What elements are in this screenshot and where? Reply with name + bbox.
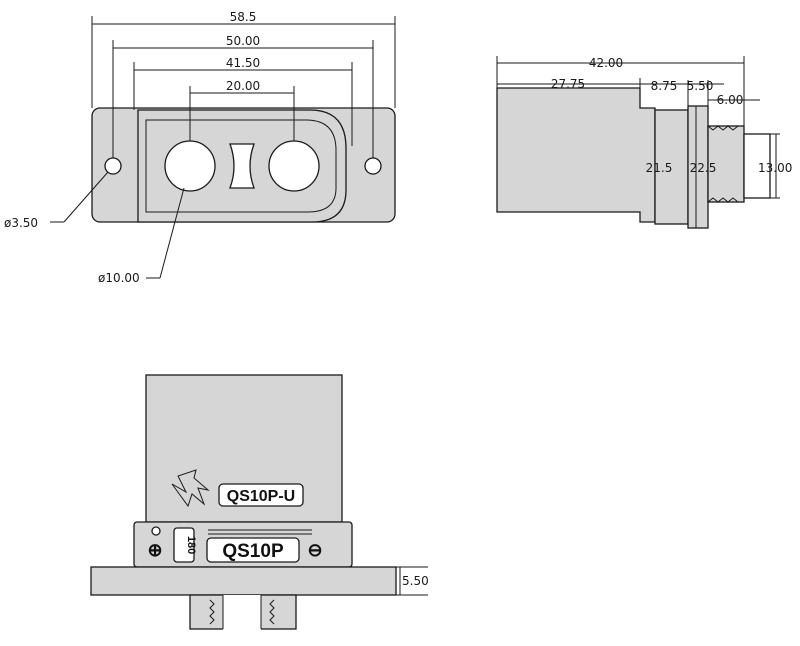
dim-hole-pitch: 50.00 <box>226 34 260 48</box>
center-slot <box>229 143 255 189</box>
plus-symbol: ⊕ <box>147 540 162 560</box>
plug-marking: QS10P-U <box>227 488 295 505</box>
dim-mount-hole: ø3.50 <box>4 216 38 230</box>
dim-thread-diameter: 13.00 <box>758 161 792 175</box>
indicator-dot <box>151 526 161 536</box>
dim-body-height: 21.5 <box>646 161 673 175</box>
dim-cavity-width: 41.50 <box>226 56 260 70</box>
dim-overall-length: 42.00 <box>589 56 623 70</box>
dim-step-length: 8.75 <box>651 79 678 93</box>
front-view: 58.5 50.00 41.50 20.00 ø3.50 ø10.00 <box>4 10 396 285</box>
mount-hole-left <box>104 157 122 175</box>
socket-marking-box <box>206 537 300 563</box>
pin-negative <box>268 140 320 192</box>
side-body <box>496 87 656 223</box>
dim-thread-length: 6.00 <box>717 93 744 107</box>
front-housing-inner <box>145 119 337 213</box>
plug-marking-box <box>218 483 304 507</box>
minus-symbol: ⊖ <box>307 540 322 560</box>
dim-flange-height: 22.5 <box>690 161 717 175</box>
side-view: 42.00 27.75 8.75 5.50 6.00 21.5 22.5 13.… <box>496 56 792 229</box>
rating-marking: 180 <box>185 536 197 554</box>
side-end <box>743 133 771 199</box>
dim-pin-pitch: 20.00 <box>226 79 260 93</box>
pin-positive <box>164 140 216 192</box>
rating-box <box>173 527 195 563</box>
side-thread-teeth <box>707 125 739 203</box>
dim-body-length: 27.75 <box>551 77 585 91</box>
dim-flange-thickness: 5.50 <box>402 574 429 588</box>
bottom-thread-gap <box>223 595 261 631</box>
mount-hole-right <box>364 157 382 175</box>
dim-overall-width: 58.5 <box>230 10 257 24</box>
spark-logo-icon <box>171 469 210 508</box>
bottom-view: QS10P-U ⊕ 180 QS10P ⊖ 5.50 <box>90 374 429 631</box>
bottom-flange <box>90 566 397 596</box>
dim-flange-length: 5.50 <box>687 79 714 93</box>
bottom-thread-teeth <box>209 599 275 625</box>
dim-pin-diameter: ø10.00 <box>98 271 140 285</box>
socket-marking: QS10P <box>222 541 284 562</box>
